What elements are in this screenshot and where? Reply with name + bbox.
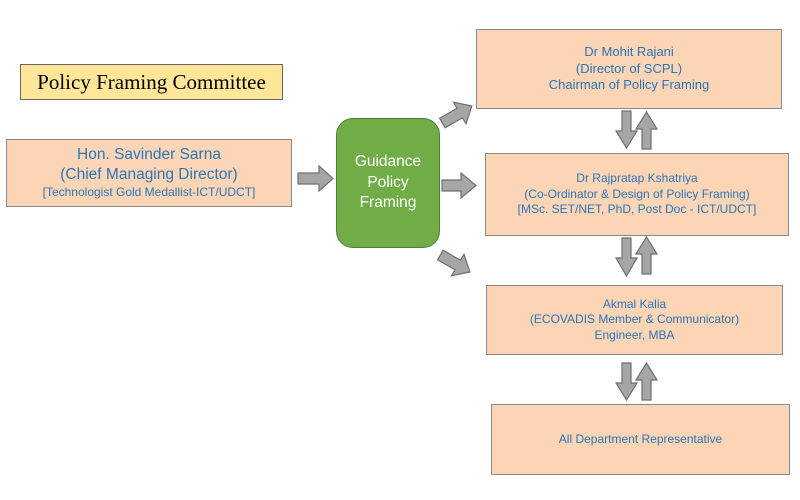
arrow-up-right-icon (438, 101, 473, 129)
arrow-up-icon (634, 361, 659, 401)
person-name: Dr Rajpratap Kshatriya (576, 171, 698, 186)
arrow-right-icon (441, 171, 477, 200)
guidance-line: Guidance (354, 153, 422, 171)
arrow-down-icon (614, 237, 639, 278)
department-representatives-box: All Department Representative (491, 404, 790, 475)
arrow-right-icon (297, 164, 334, 193)
person-role: (Director of SCPL) (575, 60, 683, 76)
department-label: All Department Representative (558, 431, 723, 446)
person-name: Hon. Savinder Sarna (77, 146, 221, 164)
person-credentials: [MSc. SET/NET, PhD, Post Doc - ICT/UDCT] (517, 202, 757, 217)
person-box-chairman: Dr Mohit Rajani (Director of SCPL) Chair… (476, 29, 782, 109)
person-box-coordinator: Dr Rajpratap Kshatriya (Co-Ordinator & D… (485, 153, 789, 236)
arrow-down-right-icon (436, 249, 471, 277)
person-role: (Co-Ordinator & Design of Policy Framing… (524, 186, 750, 201)
person-credentials: [Technologist Gold Medallist-ICT/UDCT] (42, 185, 256, 200)
diagram-title-text: Policy Framing Committee (37, 69, 266, 94)
person-box-managing-director: Hon. Savinder Sarna (Chief Managing Dire… (6, 139, 292, 207)
person-credentials: Chairman of Policy Framing (548, 77, 710, 93)
arrow-up-icon (634, 110, 659, 150)
diagram-title: Policy Framing Committee (20, 64, 283, 100)
person-name: Dr Mohit Rajani (584, 44, 674, 60)
person-role: (Chief Managing Director) (60, 166, 238, 184)
person-role: (ECOVADIS Member & Communicator) (529, 312, 740, 327)
arrow-up-icon (634, 235, 659, 275)
guidance-line: Policy (367, 173, 409, 191)
arrow-down-icon (614, 110, 639, 150)
person-box-communicator: Akmal Kalia (ECOVADIS Member & Communica… (486, 285, 783, 355)
person-name: Akmal Kalia (602, 296, 667, 311)
guidance-policy-framing-node: Guidance Policy Framing (336, 118, 440, 248)
arrow-down-icon (614, 362, 639, 402)
person-credentials: Engineer, MBA (594, 327, 675, 342)
guidance-line: Framing (359, 194, 417, 212)
